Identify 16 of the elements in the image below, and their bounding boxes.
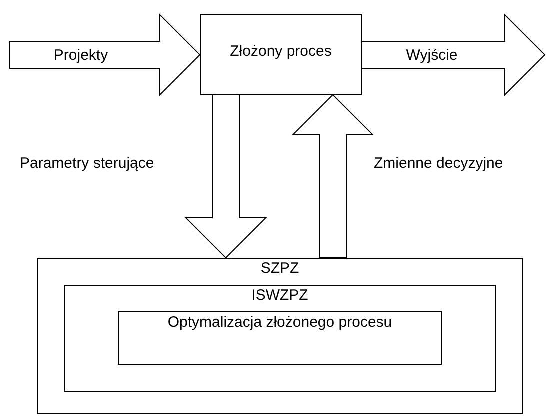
edge-label: Projekty <box>54 46 108 64</box>
block-arrow <box>184 94 268 259</box>
edge-label: Wyjście <box>406 46 458 64</box>
system-box <box>37 258 523 414</box>
node-label: ISWZPZ <box>250 287 310 304</box>
block-arrow <box>362 14 546 96</box>
node-label: Złożony proces <box>229 43 333 60</box>
edge-label: Parametry sterujące <box>20 154 154 172</box>
node-label: Optymalizacja złożonego procesu <box>166 314 394 331</box>
process-box <box>200 14 362 95</box>
node-label: SZPZ <box>260 260 300 277</box>
block-arrow <box>292 94 374 258</box>
edge-label: Zmienne decyzyjne <box>374 154 504 172</box>
system-box <box>64 285 496 392</box>
block-arrow <box>10 14 201 96</box>
system-box <box>118 311 442 365</box>
